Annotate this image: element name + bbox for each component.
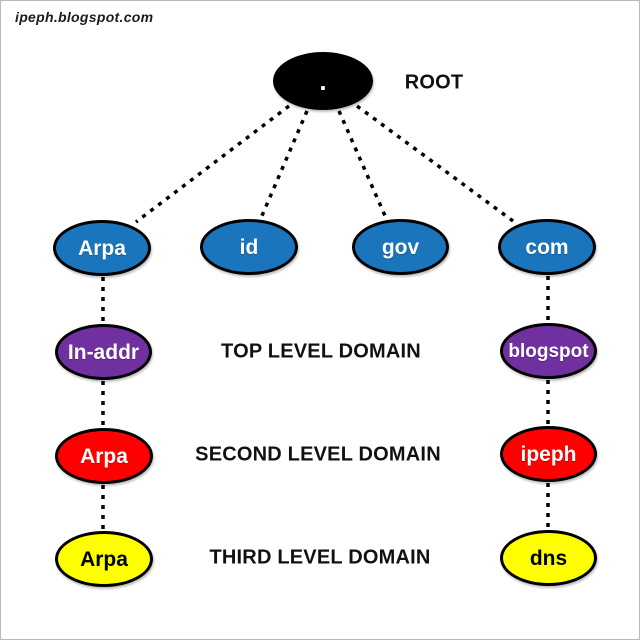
edge-root-arpa xyxy=(134,104,291,224)
edge-root-id xyxy=(259,110,309,219)
node-in-addr-label: In-addr xyxy=(67,340,140,364)
node-com-label: com xyxy=(525,235,569,259)
edge-root-gov xyxy=(337,110,388,219)
node-ipeph-label: ipeph xyxy=(520,442,577,466)
node-arpa-tld: Arpa xyxy=(53,220,151,276)
node-id-label: id xyxy=(239,235,259,259)
node-com: com xyxy=(498,219,596,275)
node-dns-label: dns xyxy=(529,546,568,570)
node-arpa-3ld-label: Arpa xyxy=(80,547,128,571)
node-gov: gov xyxy=(352,219,449,275)
node-id: id xyxy=(200,219,298,275)
edge-root-com xyxy=(355,104,515,223)
node-blogspot-label: blogspot xyxy=(508,340,589,362)
node-arpa-sld: Arpa xyxy=(55,428,153,484)
node-dns: dns xyxy=(500,530,597,586)
top-level-domain-caption: TOP LEVEL DOMAIN xyxy=(221,340,421,363)
root-caption: ROOT xyxy=(404,71,464,94)
third-level-domain-caption: THIRD LEVEL DOMAIN xyxy=(209,546,431,569)
node-in-addr: In-addr xyxy=(55,324,152,380)
node-ipeph: ipeph xyxy=(500,426,597,482)
node-root-label: . xyxy=(319,66,327,96)
node-gov-label: gov xyxy=(381,235,420,259)
second-level-domain-caption: SECOND LEVEL DOMAIN xyxy=(195,443,441,466)
node-arpa-sld-label: Arpa xyxy=(80,444,128,468)
node-blogspot: blogspot xyxy=(500,323,597,379)
node-arpa-tld-label: Arpa xyxy=(78,236,126,260)
node-arpa-3ld: Arpa xyxy=(55,531,153,587)
node-root: . xyxy=(273,52,373,110)
watermark-text: ipeph.blogspot.com xyxy=(15,9,154,25)
